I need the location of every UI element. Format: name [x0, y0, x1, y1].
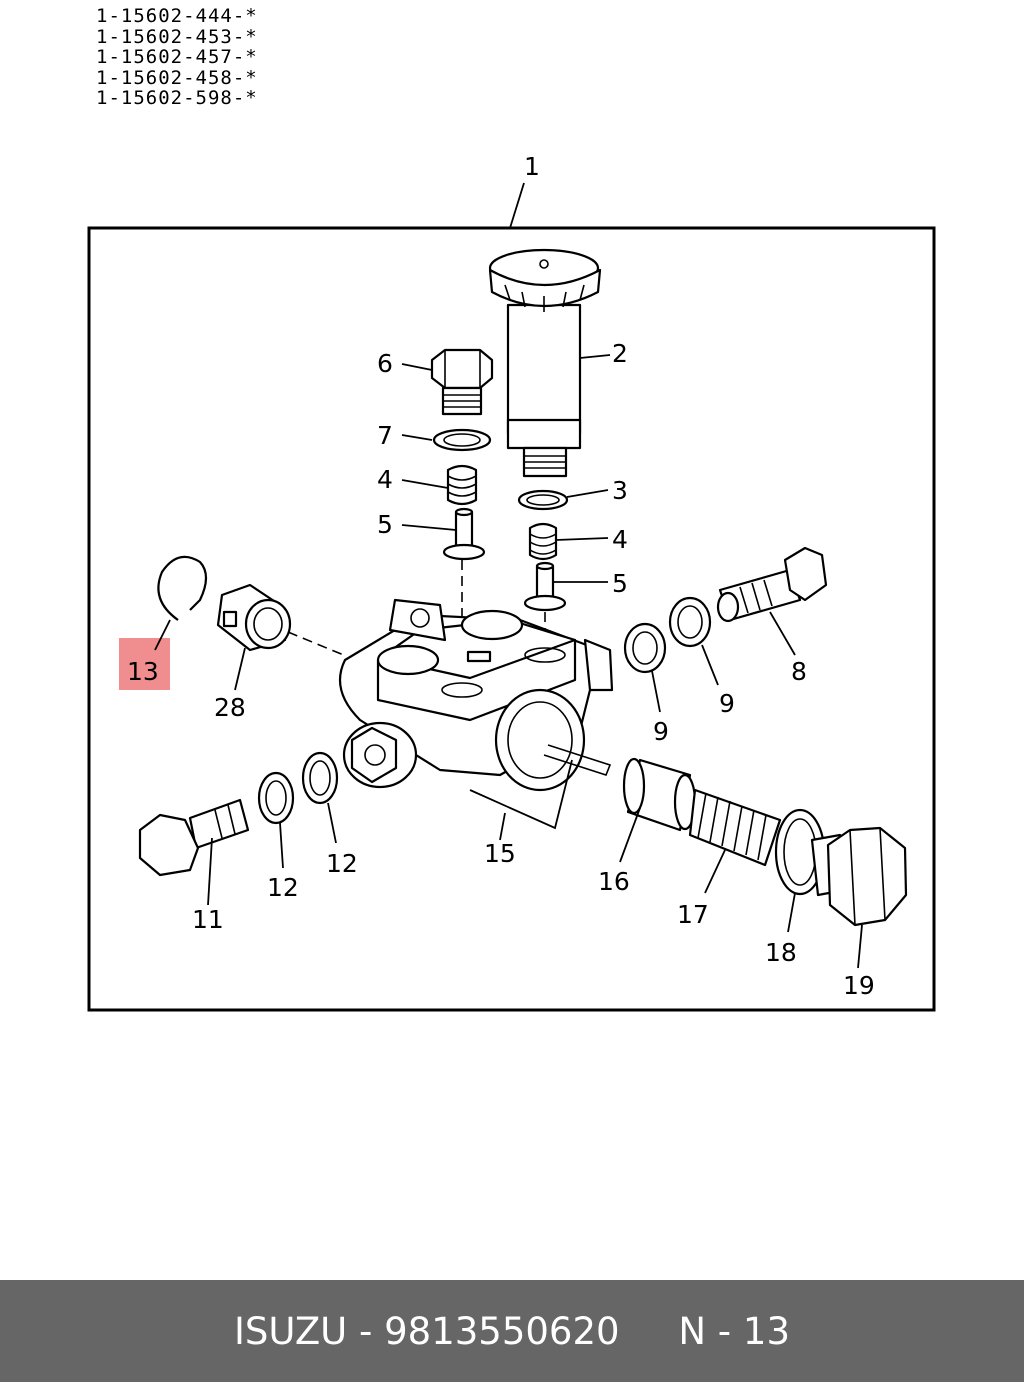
callout-18: 18	[765, 938, 797, 967]
part-cap-28	[216, 583, 292, 652]
callout-5a: 5	[377, 510, 393, 539]
callout-15: 15	[484, 839, 516, 868]
callout-16: 16	[598, 867, 630, 896]
callout-9a: 9	[719, 689, 735, 718]
part-spring-4a	[446, 464, 478, 506]
footer-brand: ISUZU	[233, 1309, 348, 1353]
part-priming-pump	[488, 248, 602, 478]
part-number: 1-15602-444-*	[96, 5, 258, 27]
part-gasket-12a	[257, 771, 295, 825]
part-valve-5b	[523, 561, 567, 612]
callout-4b: 4	[612, 525, 628, 554]
callout-28: 28	[214, 693, 246, 722]
part-spring-4b	[528, 522, 558, 561]
footer-part-number: 9813550620	[384, 1309, 620, 1353]
part-eye-bolt-11	[138, 798, 250, 877]
footer-caption: ISUZU - 9813550620 N - 13	[0, 1280, 1024, 1382]
part-number: 1-15602-458-*	[96, 66, 258, 89]
callout-5b: 5	[612, 569, 628, 598]
part-number-list: 1-15602-444-* 1-15602-453-* 1-15602-457-…	[96, 6, 258, 109]
callout-4a: 4	[377, 465, 393, 494]
part-number: 1-15602-598-*	[96, 87, 258, 109]
part-valve-5a	[442, 507, 486, 561]
callout-2: 2	[612, 339, 628, 368]
callout-6: 6	[377, 349, 393, 378]
part-plug-19	[810, 826, 908, 927]
footer-bar: ISUZU - 9813550620 N - 13	[0, 1280, 1024, 1382]
part-pump-body	[338, 598, 614, 792]
callout-3: 3	[612, 476, 628, 505]
part-eye-bolt-8	[716, 546, 828, 623]
part-sleeve-16	[622, 757, 697, 832]
part-gasket-9b	[623, 622, 667, 674]
callout-17: 17	[677, 900, 709, 929]
callout-12a: 12	[267, 873, 299, 902]
part-gasket-9a	[668, 596, 712, 648]
footer-separator: -	[359, 1309, 373, 1353]
part-plug-bolt	[430, 348, 494, 416]
callout-13: 13	[127, 657, 159, 686]
highlight-callout-13	[119, 638, 170, 690]
footer-page-ref: N - 13	[678, 1309, 790, 1353]
part-snap-ring	[157, 555, 208, 621]
diagram-frame	[87, 226, 936, 1012]
callout-11: 11	[192, 905, 224, 934]
part-gasket-3	[517, 489, 569, 511]
callout-12b: 12	[326, 849, 358, 878]
part-spring-17	[688, 788, 782, 867]
part-number: 1-15602-453-*	[96, 25, 258, 48]
callout-19: 19	[843, 971, 875, 1000]
part-gasket-12b	[301, 751, 339, 805]
callout-8: 8	[791, 657, 807, 686]
callout-7: 7	[377, 421, 393, 450]
callout-9b: 9	[653, 717, 669, 746]
part-number: 1-15602-457-*	[96, 46, 258, 68]
part-gasket-7	[432, 428, 492, 452]
callout-1: 1	[524, 152, 540, 181]
exploded-parts-diagram: 1 2 3 4 4 5 5 6 7 8 9 9 11 12 12 13 15 1…	[87, 152, 936, 1012]
